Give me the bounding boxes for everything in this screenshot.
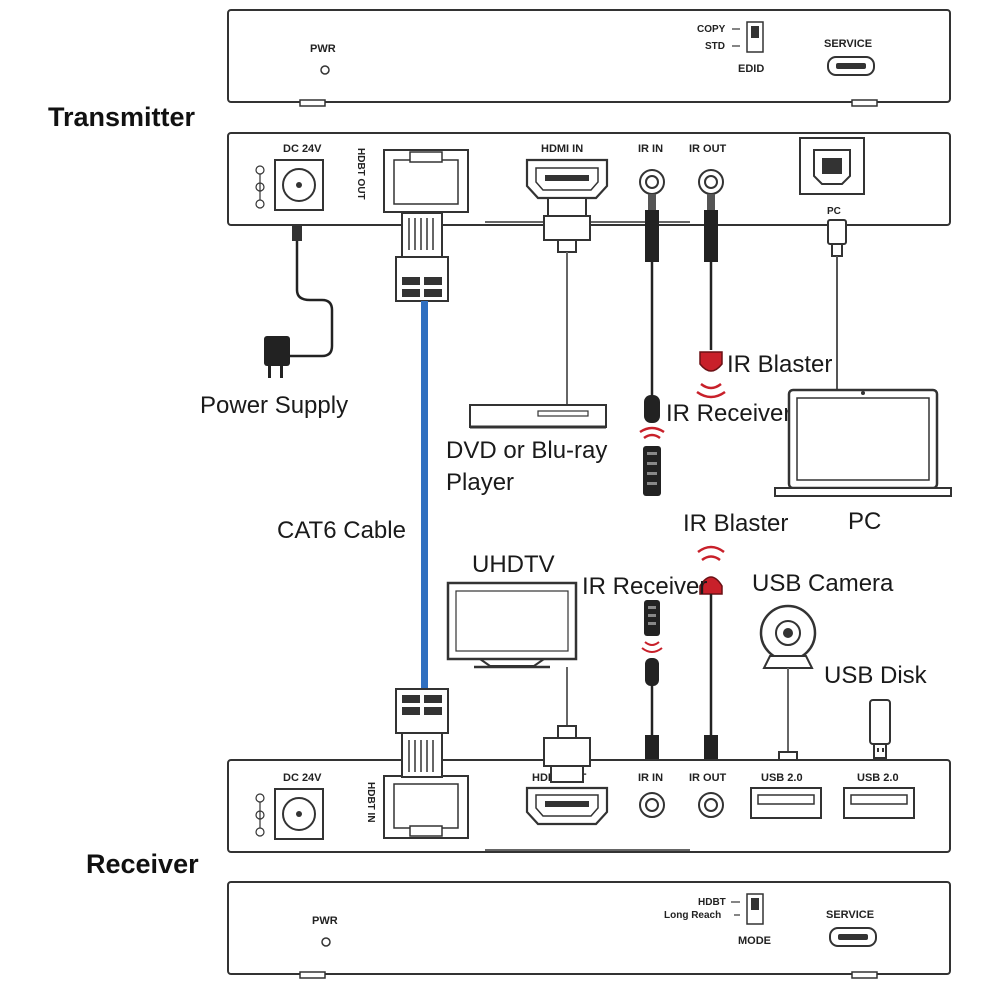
usb-disk-label: USB Disk [824,662,928,689]
edid-std-label: STD [705,41,725,52]
edid-label: EDID [738,63,764,75]
mode-label: MODE [738,935,771,947]
dvd-label-line2: Player [446,469,514,496]
power-adapter-icon [264,336,290,378]
dc-label: DC 24V [283,143,322,155]
cat6-cable [421,301,428,689]
usb-a-port-1-icon [750,787,822,819]
usb2-label: USB 2.0 [857,772,899,784]
rx-ir-out-jack-icon [698,792,724,818]
rx-polarity-icon [255,793,265,837]
long-reach-label: Long Reach [664,910,721,921]
usb-camera-label: USB Camera [752,570,894,597]
transmitter-title: Transmitter [48,102,196,132]
ir-receiver-rx-label: IR Receiver [582,573,707,600]
transmitter-rear-panel: DC 24V HDBT OUT HDMI IN IR IN IR OUT [227,132,951,226]
usb-a-port-2-icon [843,787,915,819]
power-cable [264,225,334,378]
laptop-pc-icon [774,388,952,497]
remote-control-tx-icon [639,426,665,496]
hdbt-in-label: HDBT IN [365,782,376,823]
receiver-bottom-panel: PWR HDBT Long Reach MODE SERVICE [227,881,951,979]
ir-blaster-tx-cable-icon [696,194,726,399]
pwr-label: PWR [310,43,336,55]
rx-service-usb-port-icon [829,927,877,947]
rj45-plug-rx-icon [395,688,449,778]
hdmi-in-port-icon [525,158,609,200]
ir-blaster-tx-label: IR Blaster [727,351,832,378]
usb-plug-pc-icon [827,219,847,392]
ir-in-jack-icon [639,169,665,195]
hdmi-plug-tx-icon [543,197,591,405]
rx-dc-label: DC 24V [283,772,322,784]
hdmi-in-label: HDMI IN [541,143,583,155]
service-usb-port-icon [827,56,875,76]
dc-power-jack-icon [274,159,324,211]
ir-receiver-rx-icon [641,600,663,767]
rx-pwr-led-icon [321,937,331,947]
rx-ir-in-label: IR IN [638,772,663,784]
hdbt-in-port-icon [383,775,469,839]
hdmi-plug-rx-icon [543,725,591,783]
usb-disk-icon [869,699,891,759]
pc-port-label: PC [827,206,841,217]
cat6-label: CAT6 Cable [277,517,406,544]
ir-receiver-tx-cable-icon [644,194,660,423]
hdbt-out-port-icon [383,149,469,213]
usb-b-port-icon [799,137,865,195]
edid-copy-label: COPY [697,24,726,35]
mode-switch[interactable] [746,893,764,925]
rx-service-label: SERVICE [826,909,874,921]
receiver-top-panel: DC 24V HDBT IN HDMI OUT IR IN IR OUT US [227,759,951,853]
dvd-label-line1: DVD or Blu-ray [446,437,607,464]
pwr-led-icon [320,65,330,75]
uhdtv-icon [446,581,578,728]
ir-receiver-tx-label: IR Receiver [666,400,791,427]
ir-out-label: IR OUT [689,143,727,155]
rj45-plug-tx-icon [395,212,449,302]
usb1-label: USB 2.0 [761,772,803,784]
hdbt-out-label: HDBT OUT [355,148,366,200]
hdbt-mode-label: HDBT [698,897,726,908]
usb-camera-icon [759,604,817,785]
power-supply-label: Power Supply [200,392,348,419]
ir-blaster-rx-label: IR Blaster [683,510,788,537]
dvd-player-icon [469,404,607,429]
rx-pwr-label: PWR [312,915,338,927]
rx-ir-out-label: IR OUT [689,772,727,784]
ir-in-label: IR IN [638,143,663,155]
rx-ir-in-jack-icon [639,792,665,818]
ir-out-jack-icon [698,169,724,195]
hdmi-out-port-icon [525,786,609,826]
transmitter-top-panel: PWR COPY STD EDID SERVICE [227,9,951,107]
pc-label: PC [848,508,881,535]
rx-dc-power-jack-icon [274,788,324,840]
polarity-icon [255,165,265,209]
receiver-title: Receiver [86,849,199,879]
uhdtv-label: UHDTV [472,551,555,578]
edid-switch[interactable] [746,21,764,53]
service-label: SERVICE [824,38,872,50]
